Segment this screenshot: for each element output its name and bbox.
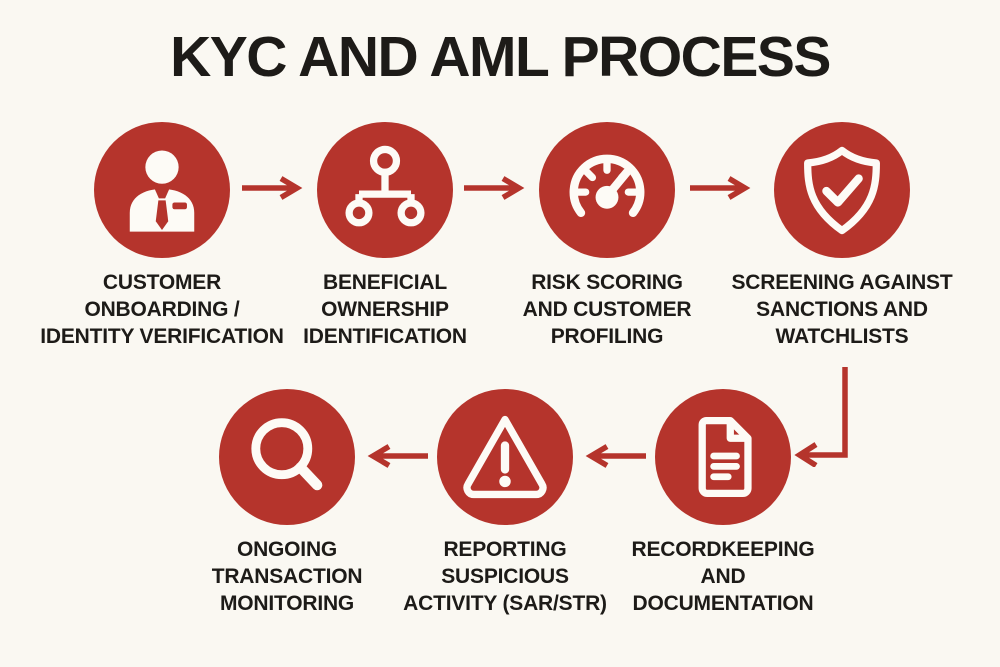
arrow-right-icon — [240, 176, 304, 200]
label-line: AND — [700, 565, 746, 588]
label-line: MONITORING — [219, 592, 355, 615]
step-circle — [317, 122, 453, 258]
warning-triangle-icon — [463, 415, 547, 499]
arrow-right-icon — [462, 176, 526, 200]
label-line: SANCTIONS AND — [756, 298, 928, 321]
label-line: AND CUSTOMER — [522, 298, 692, 321]
label-line: BENEFICIAL — [322, 271, 447, 294]
step-ongoing-transaction-monitoring: ONGOING TRANSACTION MONITORING — [157, 389, 417, 617]
person-tie-icon — [129, 150, 195, 232]
step-circle — [774, 122, 910, 258]
step-circle — [655, 389, 791, 525]
label-line: DOCUMENTATION — [632, 592, 814, 615]
step-reporting-suspicious-activity: REPORTING SUSPICIOUS ACTIVITY (SAR/STR) — [375, 389, 635, 617]
step-label: SCREENING AGAINST SANCTIONS AND WATCHLIS… — [731, 269, 952, 350]
label-line: WATCHLISTS — [775, 325, 909, 348]
label-line: IDENTIFICATION — [303, 325, 467, 348]
shield-check-icon — [804, 146, 880, 235]
step-customer-onboarding: CUSTOMER ONBOARDING / IDENTITY VERIFICAT… — [32, 122, 292, 350]
arrow-right-icon — [688, 176, 752, 200]
label-line: SCREENING AGAINST — [731, 271, 953, 294]
step-risk-scoring: RISK SCORING AND CUSTOMER PROFILING — [477, 122, 737, 350]
step-beneficial-ownership: BENEFICIAL OWNERSHIP IDENTIFICATION — [255, 122, 515, 350]
label-line: TRANSACTION — [211, 565, 363, 588]
label-line: RECORDKEEPING — [631, 538, 815, 561]
step-recordkeeping: RECORDKEEPING AND DOCUMENTATION — [593, 389, 853, 617]
step-screening-sanctions: SCREENING AGAINST SANCTIONS AND WATCHLIS… — [712, 122, 972, 350]
step-circle — [437, 389, 573, 525]
label-line: ACTIVITY (SAR/STR) — [403, 592, 607, 615]
label-line: SUSPICIOUS — [441, 565, 569, 588]
org-chart-icon — [345, 145, 425, 227]
label-line: REPORTING — [443, 538, 567, 561]
step-label: RECORDKEEPING AND DOCUMENTATION — [632, 536, 815, 617]
step-label: REPORTING SUSPICIOUS ACTIVITY (SAR/STR) — [403, 536, 607, 617]
label-line: CUSTOMER — [102, 271, 222, 294]
label-line: RISK SCORING — [531, 271, 683, 294]
document-icon — [698, 416, 752, 498]
step-label: ONGOING TRANSACTION MONITORING — [212, 536, 363, 617]
step-circle — [539, 122, 675, 258]
label-line: OWNERSHIP — [321, 298, 449, 321]
label-line: ONGOING — [236, 538, 338, 561]
step-label: RISK SCORING AND CUSTOMER PROFILING — [523, 269, 692, 350]
step-circle — [219, 389, 355, 525]
arrow-elbow-down-left-icon — [793, 367, 853, 467]
arrow-left-icon — [584, 444, 648, 468]
arrow-left-icon — [366, 444, 430, 468]
step-circle — [94, 122, 230, 258]
label-line: PROFILING — [550, 325, 664, 348]
step-label: BENEFICIAL OWNERSHIP IDENTIFICATION — [303, 269, 467, 350]
magnifier-icon — [251, 418, 323, 491]
label-line: IDENTITY VERIFICATION — [40, 325, 284, 348]
page-title: KYC AND AML PROCESS — [170, 25, 831, 89]
gauge-icon — [569, 154, 645, 218]
step-label: CUSTOMER ONBOARDING / IDENTITY VERIFICAT… — [40, 269, 284, 350]
label-line: ONBOARDING / — [84, 298, 240, 321]
